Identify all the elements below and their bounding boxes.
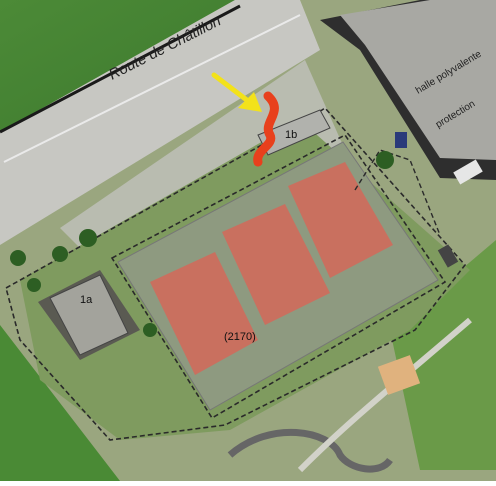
playground (377, 355, 421, 395)
tree (143, 323, 157, 337)
highlight-path (253, 91, 279, 167)
tree (79, 229, 97, 247)
grass-field-right (390, 240, 496, 470)
building-halle-polyvalente (340, 0, 496, 160)
tennis-court-3 (288, 162, 393, 278)
road-edge-line (0, 4, 241, 134)
building-1b-label: 1b (285, 129, 297, 141)
tree (27, 278, 41, 292)
car-2 (437, 244, 459, 268)
tennis-court-2 (222, 204, 330, 325)
building-1a (49, 274, 129, 356)
grass-field-bottom-left (0, 325, 120, 481)
tree (52, 246, 68, 262)
skatepark-track (227, 429, 393, 473)
walkway (297, 317, 472, 473)
court-boundary-dashed (110, 133, 447, 420)
building-1a-label: 1a (80, 294, 93, 306)
tree (376, 151, 394, 169)
parcel-label: (2170) (224, 331, 256, 343)
road-center-line (3, 14, 301, 163)
tennis-court-1 (150, 252, 258, 375)
arrow-shaft (211, 72, 255, 107)
car-1 (453, 159, 483, 185)
tree (10, 250, 26, 266)
road-route-de-chatillon (0, 0, 320, 245)
car-3 (395, 132, 407, 148)
arrow-head (238, 92, 262, 112)
